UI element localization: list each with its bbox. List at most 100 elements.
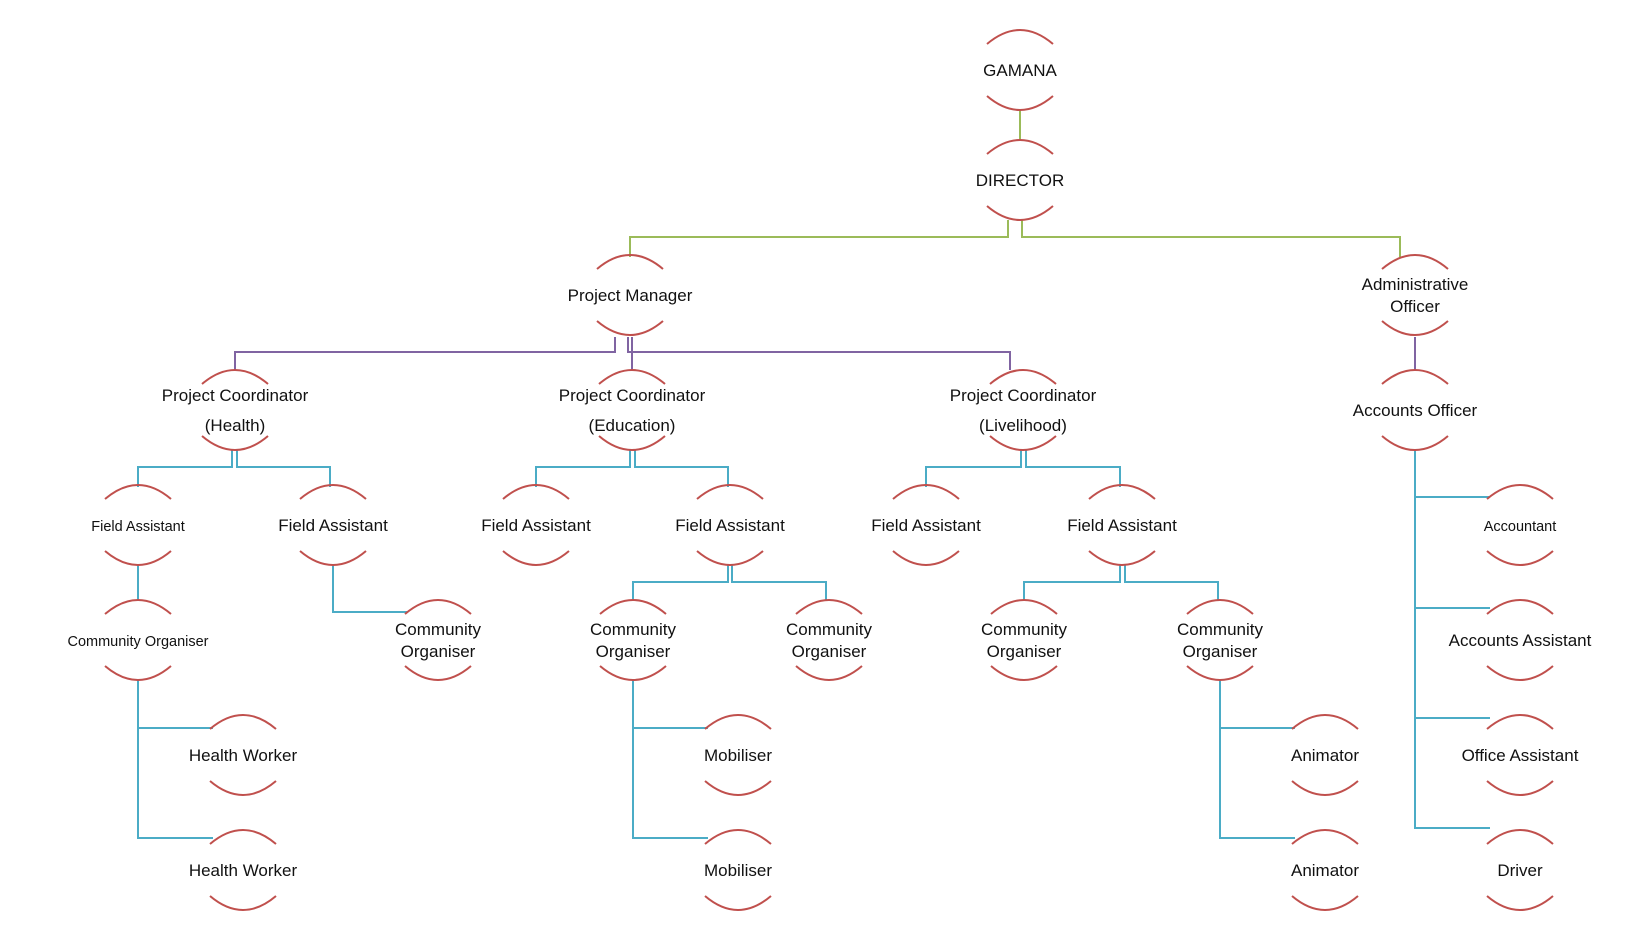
conn-pm-pc-education	[627, 337, 633, 370]
node-bottom-arc	[1486, 895, 1554, 911]
node-label: Field Assistant	[871, 516, 981, 535]
node-label: Health Worker	[189, 746, 298, 765]
node-top-arc	[1486, 484, 1554, 500]
node-bottom-arc	[696, 550, 764, 566]
node-fa-e2: Field Assistant	[675, 484, 785, 566]
node-top-arc	[209, 714, 277, 730]
node-top-arc	[1486, 714, 1554, 730]
node-label: (Health)	[205, 416, 265, 435]
node-fa-l1: Field Assistant	[871, 484, 981, 566]
node-bottom-arc	[209, 895, 277, 911]
node-label: Organiser	[596, 642, 671, 661]
node-mob-2: Mobiliser	[704, 829, 772, 911]
node-label: Organiser	[401, 642, 476, 661]
node-driver: Driver	[1486, 829, 1554, 911]
conn-fae2-co2	[731, 565, 827, 600]
node-fa-h2: Field Assistant	[278, 484, 388, 566]
node-top-arc	[104, 484, 172, 500]
node-top-arc	[598, 369, 666, 385]
node-top-arc	[1381, 254, 1449, 270]
node-top-arc	[696, 484, 764, 500]
node-gamana: GAMANA	[983, 29, 1057, 111]
conn-pm-pc-health	[234, 337, 616, 370]
conn-pce-fa2	[634, 450, 729, 487]
node-top-arc	[1486, 829, 1554, 845]
conn-ao-office-assistant	[1414, 608, 1490, 719]
node-top-arc	[596, 254, 664, 270]
node-top-arc	[1291, 714, 1359, 730]
node-label: Health Worker	[189, 861, 298, 880]
node-top-arc	[1381, 369, 1449, 385]
node-top-arc	[990, 599, 1058, 615]
node-bottom-arc	[795, 665, 863, 681]
node-bottom-arc	[1088, 550, 1156, 566]
node-top-arc	[1088, 484, 1156, 500]
node-top-arc	[599, 599, 667, 615]
node-label: Field Assistant	[278, 516, 388, 535]
node-bottom-arc	[704, 780, 772, 796]
node-top-arc	[1486, 599, 1554, 615]
conn-fal2-co1	[1023, 565, 1121, 600]
node-label: Community	[590, 620, 676, 639]
node-bottom-arc	[596, 320, 664, 336]
conn-director-admin	[1021, 220, 1401, 257]
node-label: Administrative	[1362, 275, 1469, 294]
node-bottom-arc	[209, 780, 277, 796]
node-top-arc	[299, 484, 367, 500]
node-label: Community	[981, 620, 1067, 639]
conn-director-pm	[629, 220, 1009, 257]
node-top-arc	[404, 599, 472, 615]
node-top-arc	[795, 599, 863, 615]
node-accounts-officer: Accounts Officer	[1353, 369, 1478, 451]
node-label: Officer	[1390, 297, 1440, 316]
node-label: (Education)	[589, 416, 676, 435]
node-label: Field Assistant	[675, 516, 785, 535]
conn-ao-accounts-assistant	[1414, 497, 1490, 609]
node-top-arc	[986, 139, 1054, 155]
node-label: Field Assistant	[91, 519, 185, 535]
node-bottom-arc	[299, 550, 367, 566]
conn-pch-fa2	[236, 450, 331, 487]
node-top-arc	[892, 484, 960, 500]
node-mob-1: Mobiliser	[704, 714, 772, 796]
node-label: Field Assistant	[481, 516, 591, 535]
node-bottom-arc	[1381, 435, 1449, 451]
conn-coe1-mob1	[632, 680, 708, 729]
node-top-arc	[209, 829, 277, 845]
node-bottom-arc	[986, 205, 1054, 221]
node-bottom-arc	[1291, 780, 1359, 796]
conn-coh1-hw1	[137, 680, 213, 729]
node-bottom-arc	[892, 550, 960, 566]
node-co-h1: Community Organiser	[67, 599, 209, 681]
conn-col2-anim1	[1219, 680, 1295, 729]
node-label: Accounts Assistant	[1449, 631, 1592, 650]
node-bottom-arc	[201, 435, 269, 451]
node-top-arc	[201, 369, 269, 385]
conn-col2-anim2	[1219, 728, 1295, 839]
conn-ao-driver	[1414, 718, 1490, 829]
node-hw-1: Health Worker	[189, 714, 298, 796]
node-bottom-arc	[1291, 895, 1359, 911]
node-label: Animator	[1291, 746, 1359, 765]
node-bottom-arc	[104, 665, 172, 681]
node-label: Community	[786, 620, 872, 639]
node-label: Field Assistant	[1067, 516, 1177, 535]
node-top-arc	[704, 714, 772, 730]
node-label: Project Manager	[568, 286, 693, 305]
node-fa-h1: Field Assistant	[91, 484, 185, 566]
conn-pcl-fa2	[1025, 450, 1121, 487]
node-accountant: Accountant	[1484, 484, 1556, 566]
node-label: Project Coordinator	[162, 386, 309, 405]
node-label: Organiser	[792, 642, 867, 661]
node-label: Project Coordinator	[950, 386, 1097, 405]
node-bottom-arc	[1186, 665, 1254, 681]
node-top-arc	[704, 829, 772, 845]
node-label: Community Organiser	[67, 634, 208, 650]
